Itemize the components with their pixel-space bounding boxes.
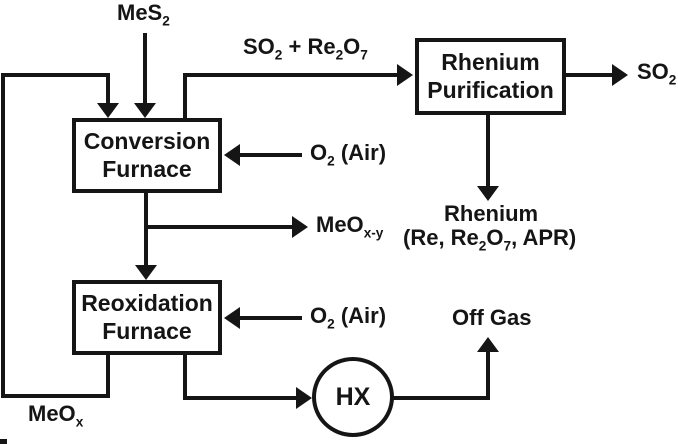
node-reoxidation-furnace: Reoxidation Furnace [72, 280, 222, 355]
edge-meoxy-branch [144, 225, 292, 229]
label-mes2: MeS2 [117, 0, 170, 29]
label-meo-xy: MeOx-y [316, 212, 384, 241]
node-rhenium-purification: Rhenium Purification [415, 38, 566, 115]
edge-o2-conversion [240, 153, 302, 157]
edge-recycle-left [1, 73, 5, 398]
node-heat-exchanger: HX [312, 357, 394, 437]
edge-so2-out [566, 73, 612, 77]
arrowhead-o2-into-conversion [224, 144, 240, 166]
edge-reoxidation-to-hx-vertical [183, 355, 187, 400]
scan-artifact [0, 439, 7, 444]
arrowhead-rhenium-product [477, 186, 499, 201]
heat-exchanger-label: HX [335, 383, 371, 411]
label-rhenium-product-line2: (Re, Re2O7, APR) [403, 225, 577, 254]
edge-reoxidation-to-hx-horizontal [183, 396, 296, 400]
reoxidation-furnace-label-line1: Reoxidation [81, 289, 213, 316]
conversion-furnace-label-line2: Furnace [102, 155, 192, 182]
label-so2-re2o7: SO2 + Re2O7 [243, 34, 368, 63]
rhenium-purification-label-line2: Purification [427, 76, 554, 103]
edge-offgas-vertical [486, 350, 490, 400]
arrowhead-mes2-into-conversion [134, 103, 156, 118]
edge-conversion-down [144, 193, 148, 266]
arrowhead-recycle-into-conversion [97, 103, 119, 118]
node-conversion-furnace: Conversion Furnace [72, 118, 222, 193]
arrowhead-o2-into-reoxidation [224, 307, 240, 329]
edge-mes2-feed [143, 33, 147, 104]
edge-recycle-drop [106, 73, 110, 105]
edge-rhenium-product [486, 115, 490, 187]
edge-so2re2o7-horizontal [183, 73, 397, 77]
edge-hx-out [392, 396, 488, 400]
edge-recycle-top [1, 73, 110, 77]
label-o2-air-conversion: O2 (Air) [310, 140, 387, 169]
label-o2-air-reoxidation: O2 (Air) [310, 303, 387, 332]
arrowhead-into-hx [296, 387, 312, 409]
label-off-gas: Off Gas [452, 305, 532, 330]
edge-recycle-bottom [1, 394, 110, 398]
arrowhead-offgas [477, 337, 499, 352]
arrowhead-meoxy-out [292, 216, 308, 238]
reoxidation-furnace-label-line2: Furnace [102, 317, 192, 344]
arrowhead-so2-out [612, 64, 628, 86]
rhenium-purification-label-line1: Rhenium [441, 48, 540, 75]
label-rhenium-product-line1: Rhenium [444, 201, 539, 226]
label-meo-x: MeOx [28, 401, 84, 430]
arrowhead-into-reoxidation [135, 265, 157, 280]
conversion-furnace-label-line1: Conversion [83, 127, 211, 154]
label-so2-out: SO2 [637, 59, 677, 88]
edge-reoxidation-to-recycle [106, 355, 110, 398]
edge-o2-reoxidation [240, 316, 302, 320]
arrowhead-into-purification [397, 64, 413, 86]
edge-so2re2o7-vertical [183, 75, 187, 119]
